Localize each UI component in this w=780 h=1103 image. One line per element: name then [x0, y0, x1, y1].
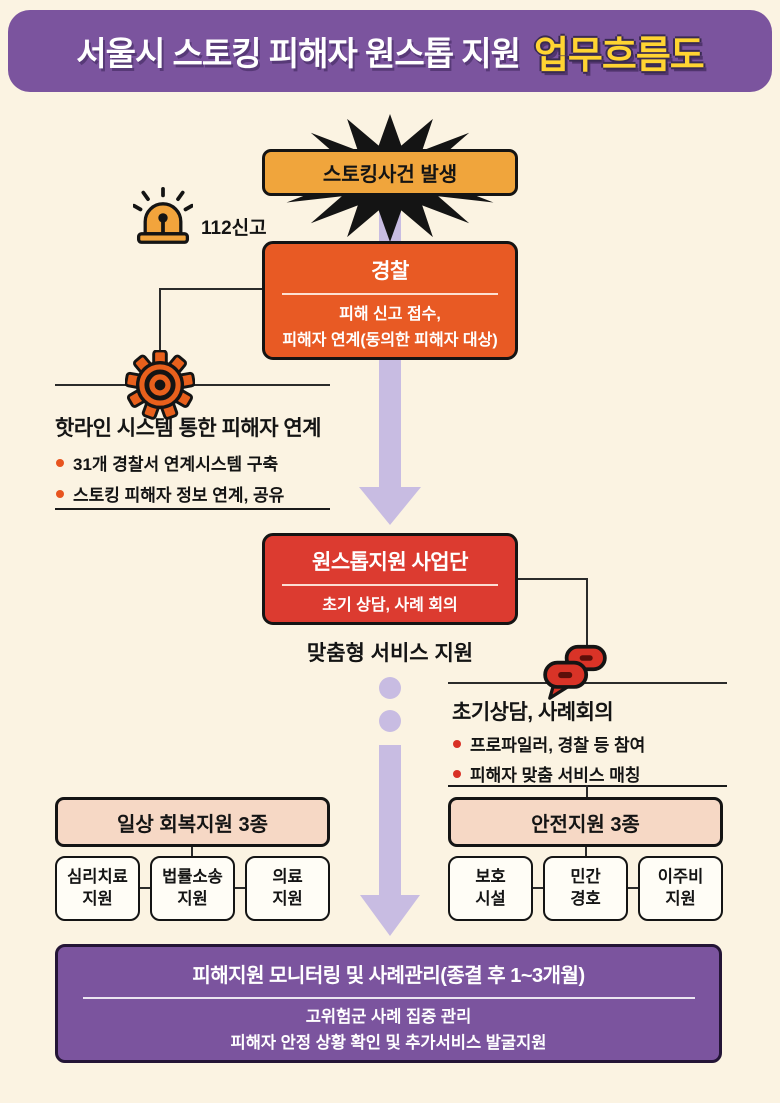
connector-line — [626, 887, 640, 889]
hotline-heading: 핫라인 시스템 통한 피해자 연계 — [55, 417, 322, 440]
divider — [282, 584, 498, 586]
monitoring-box: 피해지원 모니터링 및 사례관리(종결 후 1~3개월) 고위험군 사례 집중 … — [55, 944, 722, 1063]
hotline-bullet-1-text: 31개 경찰서 연계시스템 구축 — [73, 455, 279, 474]
recovery-item-2-line1: 법률소송 — [162, 868, 223, 887]
safety-item-3: 이주비 지원 — [638, 856, 723, 921]
monitoring-body-line2: 피해자 안정 상황 확인 및 추가서비스 발굴지원 — [230, 1033, 547, 1052]
monitoring-body-line1: 고위험군 사례 집중 관리 — [305, 1008, 472, 1026]
bullet-dot — [56, 489, 64, 498]
connector-line — [531, 887, 545, 889]
counsel-bullet-1-text: 프로파일러, 경찰 등 참여 — [470, 736, 646, 755]
hotline-bullet-2-text: 스토킹 피해자 정보 연계, 공유 — [73, 486, 285, 505]
monitoring-title: 피해지원 모니터링 및 사례관리(종결 후 1~3개월) — [192, 965, 585, 987]
safety-item-1-line1: 보호 — [475, 868, 506, 887]
siren-icon — [133, 186, 193, 244]
recovery-item-1-line2: 지원 — [82, 889, 113, 908]
gear-icon — [125, 350, 195, 420]
recovery-item-2-line2: 지원 — [177, 889, 208, 908]
connector-line — [159, 288, 161, 356]
safety-item-2: 민간 경호 — [543, 856, 628, 921]
divider — [282, 293, 498, 295]
connector-line — [448, 682, 727, 684]
connector-line — [585, 845, 587, 858]
connector-line — [191, 845, 193, 858]
bullet-dot — [453, 769, 461, 778]
counsel-bullet-2: 피해자 맞춤 서비스 매칭 — [453, 761, 641, 786]
safety-item-1: 보호 시설 — [448, 856, 533, 921]
recovery-item-1-line1: 심리치료 — [67, 868, 128, 887]
page-title: 서울시 스토킹 피해자 원스톱 지원 — [76, 35, 521, 72]
page-title-accent: 업무흐름도 — [533, 34, 705, 77]
recovery-group-header: 일상 회복지원 3종 — [55, 797, 330, 847]
connector-line — [160, 288, 263, 290]
report-112-label: 112신고 — [201, 218, 267, 239]
safety-group-title: 안전지원 3종 — [531, 813, 640, 836]
counsel-heading: 초기상담, 사례회의 — [452, 701, 614, 724]
connector-line — [233, 887, 247, 889]
hotline-bullet-1: 31개 경찰서 연계시스템 구축 — [56, 450, 278, 475]
connector-line — [586, 578, 588, 656]
onestop-box: 원스톱지원 사업단 초기 상담, 사례 회의 — [262, 533, 518, 625]
safety-item-2-line2: 경호 — [570, 889, 601, 908]
police-body-line2: 피해자 연계(동의한 피해자 대상) — [282, 331, 498, 349]
recovery-item-2: 법률소송 지원 — [150, 856, 235, 921]
onestop-title: 원스톱지원 사업단 — [312, 551, 468, 574]
speech-bubbles-icon — [543, 644, 607, 700]
counsel-bullet-2-text: 피해자 맞춤 서비스 매칭 — [470, 766, 641, 785]
connector-line — [586, 785, 588, 797]
recovery-item-3-line1: 의료 — [272, 868, 303, 887]
incident-label: 스토킹사건 발생 — [322, 164, 458, 186]
custom-service-label: 맞춤형 서비스 지원 — [306, 642, 474, 665]
header-banner: 서울시 스토킹 피해자 원스톱 지원 업무흐름도 — [8, 10, 772, 92]
section-underline — [55, 508, 330, 510]
recovery-item-3-line2: 지원 — [272, 889, 303, 908]
recovery-item-1: 심리치료 지원 — [55, 856, 140, 921]
police-box: 경찰 피해 신고 접수, 피해자 연계(동의한 피해자 대상) — [262, 241, 518, 360]
bullet-dot — [56, 458, 64, 467]
safety-item-2-line1: 민간 — [570, 868, 601, 887]
recovery-group-title: 일상 회복지원 3종 — [116, 813, 269, 836]
bullet-dot — [453, 739, 461, 748]
onestop-subtitle: 초기 상담, 사례 회의 — [322, 597, 458, 614]
counsel-bullet-1: 프로파일러, 경찰 등 참여 — [453, 731, 645, 756]
connector-line — [138, 887, 152, 889]
recovery-item-3: 의료 지원 — [245, 856, 330, 921]
police-body-line1: 피해 신고 접수, — [339, 306, 441, 323]
safety-item-3-line2: 지원 — [665, 889, 696, 908]
connector-line — [518, 578, 587, 580]
police-title: 경찰 — [371, 260, 409, 283]
safety-item-3-line1: 이주비 — [657, 868, 704, 887]
incident-box: 스토킹사건 발생 — [262, 149, 518, 196]
safety-group-header: 안전지원 3종 — [448, 797, 723, 847]
hotline-bullet-2: 스토킹 피해자 정보 연계, 공유 — [56, 481, 284, 506]
flow-arrow-dotted — [360, 677, 420, 936]
divider — [82, 997, 695, 999]
safety-item-1-line2: 시설 — [475, 889, 506, 908]
